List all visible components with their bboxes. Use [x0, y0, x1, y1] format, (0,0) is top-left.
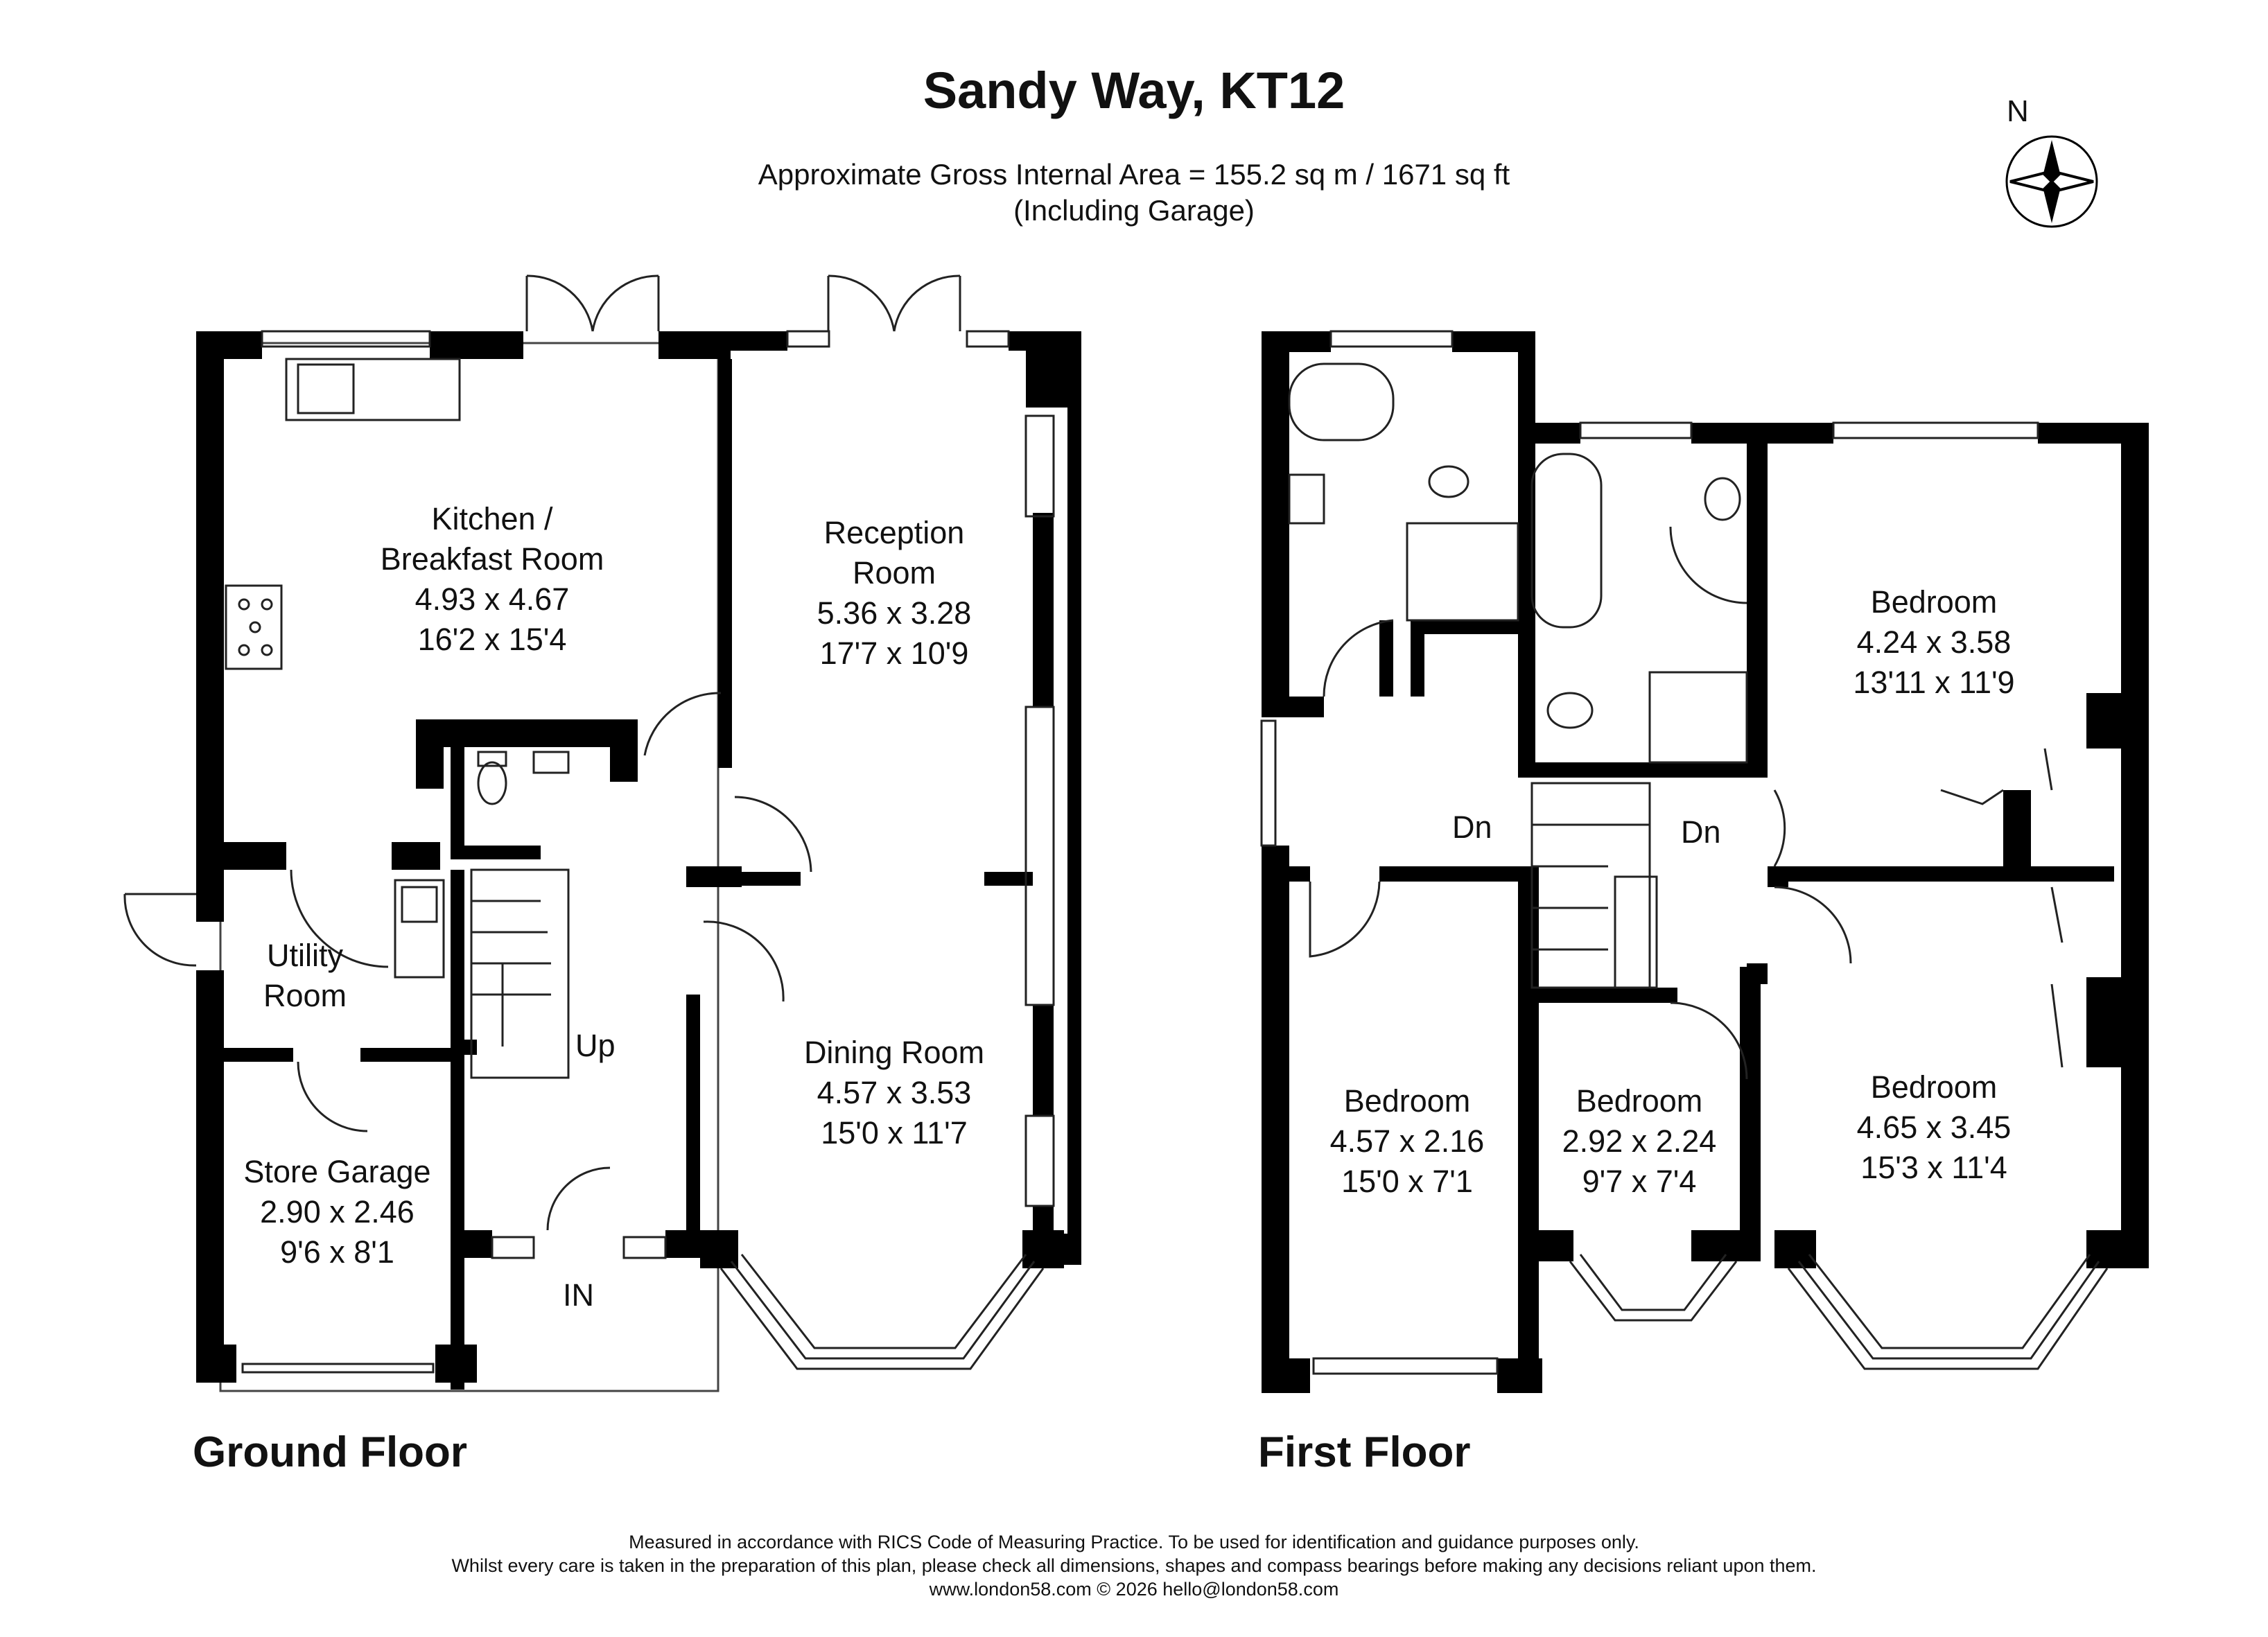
room-imperial: 16'2 x 15'4: [417, 622, 567, 657]
footer-line: Whilst every care is taken in the prepar…: [451, 1555, 1817, 1576]
first-floor-label: First Floor: [1258, 1428, 1471, 1476]
room-metric: 2.90 x 2.46: [260, 1194, 415, 1229]
room-imperial: 13'11 x 11'9: [1853, 665, 2015, 700]
room-label-bedroom-1: Bedroom 4.24 x 3.58 13'11 x 11'9: [1774, 582, 2093, 703]
room-name: Room: [852, 555, 936, 590]
room-name: Room: [263, 978, 347, 1013]
entrance-label: IN: [563, 1277, 594, 1313]
room-metric: 5.36 x 3.28: [817, 595, 972, 631]
room-label-bedroom-2: Bedroom 4.57 x 2.16 15'0 x 7'1: [1296, 1081, 1518, 1202]
first-floor-fixtures: [1260, 330, 2109, 1375]
ground-floor-walls: [196, 331, 1081, 1390]
footer-contact: www.london58.com © 2026 hello@london58.c…: [929, 1579, 1339, 1600]
room-metric: 4.24 x 3.58: [1856, 624, 2012, 660]
compass-label: N: [2007, 94, 2029, 128]
footer-line: Measured in accordance with RICS Code of…: [629, 1532, 1639, 1552]
room-imperial: 9'7 x 7'4: [1582, 1164, 1697, 1199]
ground-floor-label: Ground Floor: [193, 1428, 468, 1476]
plan-title: Sandy Way, KT12: [923, 62, 1345, 119]
room-name: Breakfast Room: [380, 541, 604, 577]
room-label-bedroom-3: Bedroom 2.92 x 2.24 9'7 x 7'4: [1539, 1081, 1740, 1202]
room-imperial: 15'3 x 11'4: [1860, 1150, 2007, 1185]
room-name: Bedroom: [1870, 584, 1998, 620]
room-metric: 2.92 x 2.24: [1562, 1123, 1717, 1159]
room-imperial: 15'0 x 11'7: [821, 1115, 968, 1150]
room-label-kitchen: Kitchen / Breakfast Room 4.93 x 4.67 16'…: [347, 499, 638, 660]
first-floor-walls: [1262, 331, 2149, 1393]
room-metric: 4.93 x 4.67: [415, 581, 570, 617]
room-imperial: 17'7 x 10'9: [819, 636, 969, 671]
compass-icon: [2005, 135, 2098, 228]
area-note: (Including Garage): [1013, 194, 1255, 227]
room-label-bedroom-4: Bedroom 4.65 x 3.45 15'3 x 11'4: [1774, 1067, 2093, 1188]
stair-label-down: Dn: [1681, 814, 1721, 850]
room-label-utility: Utility Room: [229, 936, 381, 1016]
room-label-dining: Dining Room 4.57 x 3.53 15'0 x 11'7: [756, 1033, 1033, 1153]
room-name: Kitchen /: [431, 501, 553, 536]
room-name: Bedroom: [1870, 1069, 1998, 1105]
ground-floor-fixtures: [123, 274, 1055, 1374]
room-label-garage: Store Garage 2.90 x 2.46 9'6 x 8'1: [224, 1152, 451, 1272]
area-line: Approximate Gross Internal Area = 155.2 …: [758, 158, 1510, 191]
room-metric: 4.65 x 3.45: [1856, 1110, 2012, 1145]
room-name: Utility: [267, 938, 343, 973]
room-name: Store Garage: [243, 1154, 431, 1189]
room-metric: 4.57 x 2.16: [1329, 1123, 1485, 1159]
room-imperial: 9'6 x 8'1: [280, 1234, 394, 1270]
room-imperial: 15'0 x 7'1: [1341, 1164, 1473, 1199]
room-name: Reception: [823, 515, 965, 550]
stair-label-down: Dn: [1452, 809, 1492, 845]
room-name: Bedroom: [1576, 1083, 1703, 1119]
room-name: Bedroom: [1343, 1083, 1471, 1119]
area-summary: Approximate Gross Internal Area = 155.2 …: [0, 157, 2268, 229]
stair-label: Up: [575, 1028, 616, 1063]
room-name: Dining Room: [803, 1035, 985, 1070]
room-metric: 4.57 x 3.53: [817, 1075, 972, 1110]
footer-disclaimer: Measured in accordance with RICS Code of…: [0, 1530, 2268, 1601]
room-label-reception: Reception Room 5.36 x 3.28 17'7 x 10'9: [756, 513, 1033, 674]
